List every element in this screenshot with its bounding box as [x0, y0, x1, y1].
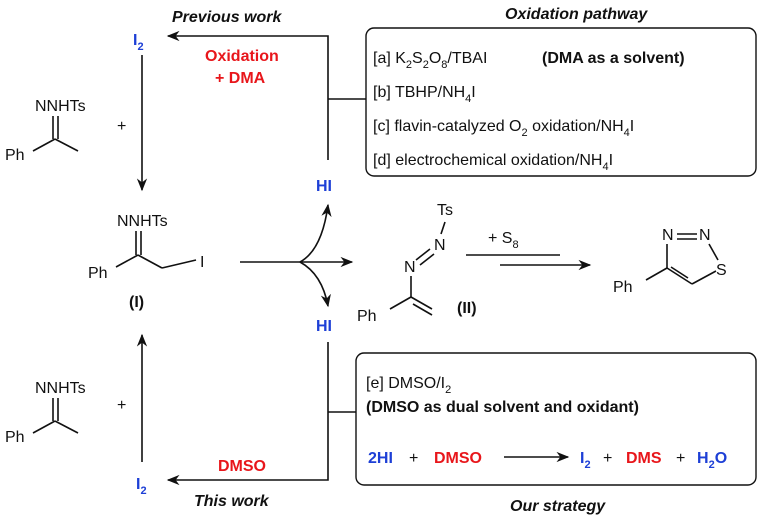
oxidation-arrow-bottom: [166, 342, 329, 486]
svg-text:Ts: Ts: [437, 202, 453, 219]
condition-e-note: (DMSO as dual solvent and oxidant): [366, 399, 639, 416]
eq-2hi: 2HI: [368, 450, 393, 467]
plus-bottom: +: [117, 397, 126, 414]
eq-plus-3: +: [676, 450, 685, 467]
hydrazone-top: NNHTs Ph: [5, 98, 86, 164]
condition-b: [b] TBHP/NH4I: [373, 84, 476, 105]
svg-text:NNHTs: NNHTs: [117, 213, 168, 230]
intermediate-I: NNHTs I Ph (I): [88, 213, 204, 311]
our-strategy-header: Our strategy: [510, 498, 606, 515]
eq-dms: DMS: [626, 450, 662, 467]
hi-release-down-arrow: [299, 261, 331, 308]
svg-text:N: N: [434, 237, 446, 254]
svg-text:I: I: [200, 254, 204, 271]
eq-plus-2: +: [603, 450, 612, 467]
svg-text:Ph: Ph: [357, 308, 377, 325]
hi-top: HI: [316, 178, 332, 195]
svg-text:Ph: Ph: [613, 279, 633, 296]
oxidation-label: Oxidation: [205, 48, 279, 65]
svg-text:Ph: Ph: [5, 147, 25, 164]
hydrazone-bottom: NNHTs Ph: [5, 380, 86, 446]
iodine-top: I2: [133, 32, 144, 53]
eq-dmso: DMSO: [434, 450, 482, 467]
svg-text:NNHTs: NNHTs: [35, 98, 86, 115]
thiadiazole-product: N N S Ph: [613, 227, 727, 296]
dmso-label: DMSO: [218, 458, 266, 475]
eq-i2: I2: [580, 450, 591, 471]
condition-e: [e] DMSO/I2: [366, 375, 451, 396]
hi-release-up-arrow: [299, 203, 332, 263]
svg-text:Ph: Ph: [88, 265, 108, 282]
azoalkene-II: Ts N N Ph (II): [357, 202, 477, 325]
eq-plus-1: +: [409, 450, 418, 467]
condition-a-note: (DMA as a solvent): [542, 50, 685, 67]
sulfur-reagent: + S8: [488, 230, 519, 251]
oxidation-pathway-header: Oxidation pathway: [505, 6, 648, 23]
hi-bottom: HI: [316, 318, 332, 335]
our-strategy-box: [355, 352, 757, 486]
iodine-bottom: I2: [136, 476, 147, 497]
eq-h2o: H2O: [697, 450, 727, 471]
svg-text:Ph: Ph: [5, 429, 25, 446]
oxidation-pathway-box: [365, 27, 757, 177]
svg-text:NNHTs: NNHTs: [35, 380, 86, 397]
previous-work-header: Previous work: [172, 9, 282, 26]
svg-text:S: S: [716, 262, 727, 279]
svg-text:N: N: [699, 227, 711, 244]
plus-top: +: [117, 118, 126, 135]
this-work-header: This work: [194, 493, 270, 510]
svg-text:N: N: [404, 259, 416, 276]
svg-text:N: N: [662, 227, 674, 244]
condition-c: [c] flavin-catalyzed O2 oxidation/NH4I: [373, 118, 634, 139]
condition-d: [d] electrochemical oxidation/NH4I: [373, 152, 613, 173]
svg-text:(I): (I): [129, 294, 144, 311]
dma-label: + DMA: [215, 70, 266, 87]
condition-a: [a] K2S2O8/TBAI: [373, 50, 487, 71]
oxidation-arrow-top: [166, 30, 329, 160]
svg-text:(II): (II): [457, 300, 477, 317]
